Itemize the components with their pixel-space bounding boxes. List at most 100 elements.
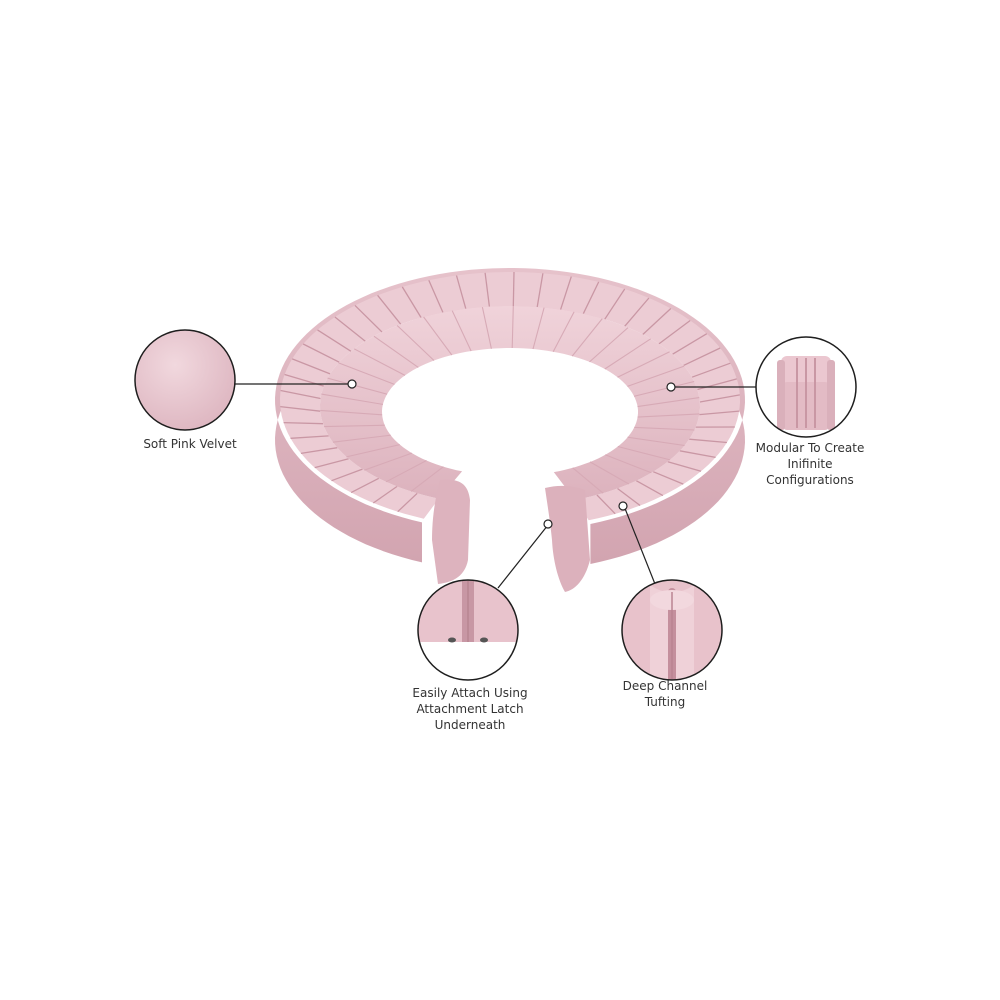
backrest-channel-line bbox=[536, 273, 544, 308]
backrest-channel-line bbox=[401, 286, 422, 318]
backrest-channel-line bbox=[280, 389, 321, 400]
callout-modular-piece bbox=[755, 336, 857, 438]
seat-channel-line bbox=[451, 310, 472, 352]
backrest-channel-line bbox=[317, 329, 352, 352]
backrest-channel-line bbox=[624, 297, 650, 327]
backrest-channel-line bbox=[291, 358, 331, 375]
backrest-channel-line bbox=[699, 394, 740, 403]
backrest-channel-line bbox=[334, 316, 366, 342]
callout-label-line: Inifinite bbox=[787, 457, 833, 471]
backrest-channel-line bbox=[302, 343, 340, 363]
seat-channel-line bbox=[552, 311, 575, 352]
seat-channel-tufting bbox=[320, 305, 700, 494]
backrest-channel-line bbox=[689, 438, 727, 444]
backrest-channel-line bbox=[331, 468, 363, 482]
backrest-channel-line bbox=[314, 458, 349, 469]
callout-label-modular: Modular To Create Inifinite Configuratio… bbox=[745, 440, 875, 488]
seat-channel-line bbox=[627, 436, 685, 447]
backrest-channel-line bbox=[697, 378, 737, 391]
backrest-channel-line bbox=[699, 410, 740, 416]
backrest-channel-line bbox=[691, 362, 731, 378]
seat-channel-line bbox=[324, 424, 385, 428]
seat-channel-line bbox=[385, 460, 427, 483]
seat-channel-line bbox=[637, 413, 700, 418]
backrest-channel-line bbox=[667, 461, 702, 472]
callout-channel-tufting bbox=[621, 579, 723, 681]
sofa-right-end-module bbox=[545, 485, 590, 592]
backrest-channel-tufting bbox=[280, 271, 740, 515]
backrest-channel-line bbox=[512, 271, 515, 307]
anchor-dot-velvet bbox=[347, 379, 357, 389]
seat-channel-line bbox=[532, 307, 545, 350]
backrest-channel-line bbox=[455, 275, 467, 309]
callout-label-line: Attachment Latch bbox=[416, 702, 524, 716]
backrest-channel-line bbox=[652, 471, 684, 485]
callout-label-tufting: Deep Channel Tufting bbox=[600, 678, 730, 710]
seat-channel-line bbox=[353, 348, 406, 376]
seat-channel-line bbox=[617, 445, 671, 461]
backrest-channel-line bbox=[559, 276, 572, 310]
seat-channel-line bbox=[617, 351, 670, 378]
anchor-dot-tufting bbox=[618, 501, 628, 511]
backrest-channel-line bbox=[683, 347, 721, 366]
seat-channel-line bbox=[396, 325, 435, 361]
seat-channel-line bbox=[604, 454, 652, 474]
callout-velvet-swatch bbox=[134, 329, 236, 431]
seat-channel-line bbox=[321, 393, 383, 405]
backrest-channel-line bbox=[397, 492, 418, 513]
sofa-seat-band bbox=[320, 306, 700, 500]
backrest-channel-line bbox=[283, 421, 324, 425]
seat-channel-line bbox=[589, 461, 630, 485]
seat-channel-line bbox=[327, 377, 388, 395]
callout-label-line: Deep Channel bbox=[622, 679, 708, 693]
anchor-dot-modular bbox=[666, 382, 676, 392]
callout-label-line: Configurations bbox=[766, 473, 854, 487]
backrest-channel-line bbox=[617, 487, 641, 507]
seat-channel-line bbox=[571, 318, 603, 357]
seat-channel-line bbox=[589, 327, 629, 363]
backrest-channel-line bbox=[642, 308, 672, 335]
seat-channel-line bbox=[604, 338, 652, 370]
backrest-channel-line bbox=[484, 272, 491, 307]
callout-leader-lines bbox=[235, 383, 756, 589]
seat-channel-line bbox=[637, 397, 700, 408]
backrest-channel-line bbox=[428, 279, 444, 313]
backrest-channel-line bbox=[354, 304, 383, 333]
backrest-channel-line bbox=[290, 435, 329, 439]
callout-label-attach: Easily Attach Using Attachment Latch Und… bbox=[395, 685, 545, 733]
anchor-dot-attach bbox=[543, 519, 553, 529]
callout-label-soft-velvet: Soft Pink Velvet bbox=[120, 436, 260, 452]
seat-channel-line bbox=[364, 452, 413, 471]
sofa-left-end-module bbox=[432, 479, 470, 584]
backrest-channel-line bbox=[377, 294, 402, 325]
seat-channel-line bbox=[320, 409, 383, 416]
backrest-channel-line bbox=[350, 477, 380, 494]
seat-channel-line bbox=[346, 444, 400, 458]
backrest-channel-line bbox=[672, 333, 708, 355]
seat-channel-line bbox=[423, 316, 453, 356]
backrest-channel-line bbox=[658, 319, 691, 345]
backrest-channel-line bbox=[596, 494, 616, 515]
callout-anchor-dots bbox=[347, 379, 676, 529]
callout-label-line: Tufting bbox=[644, 695, 686, 709]
seat-channel-line bbox=[627, 365, 685, 387]
callout-label-line: Underneath bbox=[434, 718, 506, 732]
circular-modular-sofa bbox=[275, 268, 745, 592]
seat-channel-line bbox=[633, 380, 695, 397]
leader-line-attach bbox=[497, 524, 549, 589]
callout-attachment-latch bbox=[417, 579, 519, 681]
callout-label-line: Modular To Create bbox=[755, 441, 865, 455]
seat-channel-line bbox=[511, 305, 514, 349]
seat-channel-line bbox=[373, 335, 419, 368]
backrest-channel-line bbox=[679, 450, 716, 459]
seat-channel-line bbox=[634, 426, 695, 431]
backrest-channel-line bbox=[372, 485, 398, 504]
seat-channel-line bbox=[332, 434, 391, 443]
backrest-channel-line bbox=[604, 288, 626, 320]
callout-label-line: Soft Pink Velvet bbox=[143, 437, 237, 451]
backrest-channel-line bbox=[582, 281, 600, 314]
backrest-channel-line bbox=[300, 447, 338, 455]
callout-label-line: Easily Attach Using bbox=[412, 686, 528, 700]
